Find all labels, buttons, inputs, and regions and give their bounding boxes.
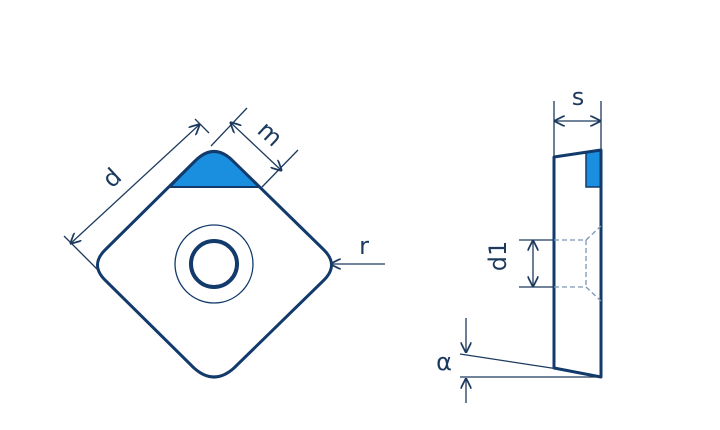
label-d: d xyxy=(97,163,127,194)
alpha-flank-line xyxy=(459,353,559,370)
cutting-tip-fill xyxy=(167,150,262,188)
dimension-r: r xyxy=(330,232,385,264)
label-m: m xyxy=(252,116,288,152)
m-dimension-line xyxy=(230,122,282,171)
label-s: s xyxy=(572,83,585,111)
d-extension-lower xyxy=(63,235,99,271)
center-hole-outer xyxy=(174,224,254,304)
side-cutting-tip-fill xyxy=(585,149,602,188)
label-r: r xyxy=(359,232,369,260)
d-dimension-line xyxy=(70,124,200,244)
dimension-s: s xyxy=(553,83,602,156)
m-extension-upper xyxy=(210,107,248,147)
label-d1: d1 xyxy=(484,241,512,272)
center-hole-inner xyxy=(189,239,239,289)
label-alpha: α xyxy=(436,348,452,376)
insert-side-view xyxy=(552,148,603,379)
dimension-d: d xyxy=(63,118,210,271)
insert-outline xyxy=(96,150,333,379)
dimension-d1: d1 xyxy=(484,239,554,288)
dimension-alpha: α xyxy=(436,318,601,403)
insert-front-view xyxy=(96,150,333,379)
hidden-hole-lines xyxy=(554,225,602,302)
d-extension-upper xyxy=(194,118,210,134)
